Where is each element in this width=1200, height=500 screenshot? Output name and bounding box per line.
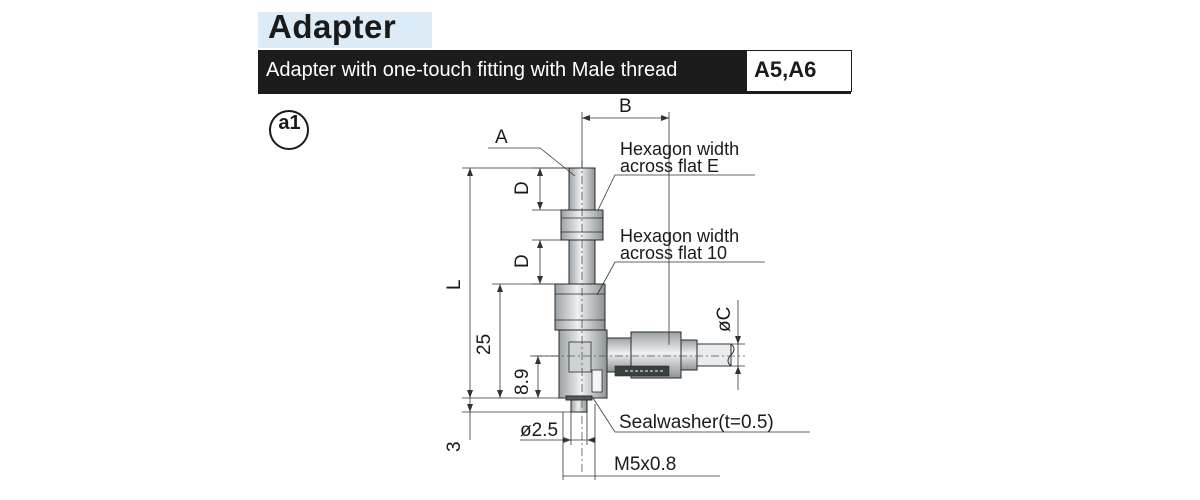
variant-badge-label: a1 (278, 112, 301, 134)
center-lines (535, 160, 745, 475)
fitting-release-ring (680, 339, 698, 371)
subtitle-text: Adapter with one-touch fitting with Male… (266, 59, 678, 81)
subtitle-bar (258, 50, 746, 92)
hex-10-body (554, 283, 606, 331)
label-B: B (619, 96, 632, 117)
label-D-lower: D (512, 254, 533, 268)
header-rule (258, 92, 851, 94)
label-3: 3 (444, 441, 465, 452)
model-code: A5,A6 (754, 57, 817, 82)
callout-hex-e-line2: across flat E (620, 156, 719, 176)
arrowheads (467, 115, 741, 443)
dimension-lines (462, 112, 810, 480)
callout-hex-10-line2: across flat 10 (620, 243, 727, 263)
label-dia-2-5: ø2.5 (520, 420, 558, 441)
label-phi-C: øC (714, 307, 735, 332)
callout-hex-10-line1: Hexagon width (620, 226, 739, 246)
label-8-9: 8.9 (512, 369, 533, 395)
label-D-upper: D (512, 181, 533, 195)
label-L: L (444, 279, 465, 290)
page-title: Adapter (268, 8, 397, 45)
title-tab-background (258, 12, 432, 48)
label-sealwasher: Sealwasher(t=0.5) (619, 412, 774, 433)
model-code-box (746, 50, 852, 92)
seal-washer (565, 395, 593, 401)
variant-badge (269, 110, 309, 150)
tube (696, 343, 732, 367)
callout-hex-e-line1: Hexagon width (620, 139, 739, 159)
label-A: A (495, 127, 508, 148)
label-thread: M5x0.8 (614, 454, 676, 475)
label-25: 25 (474, 334, 495, 355)
